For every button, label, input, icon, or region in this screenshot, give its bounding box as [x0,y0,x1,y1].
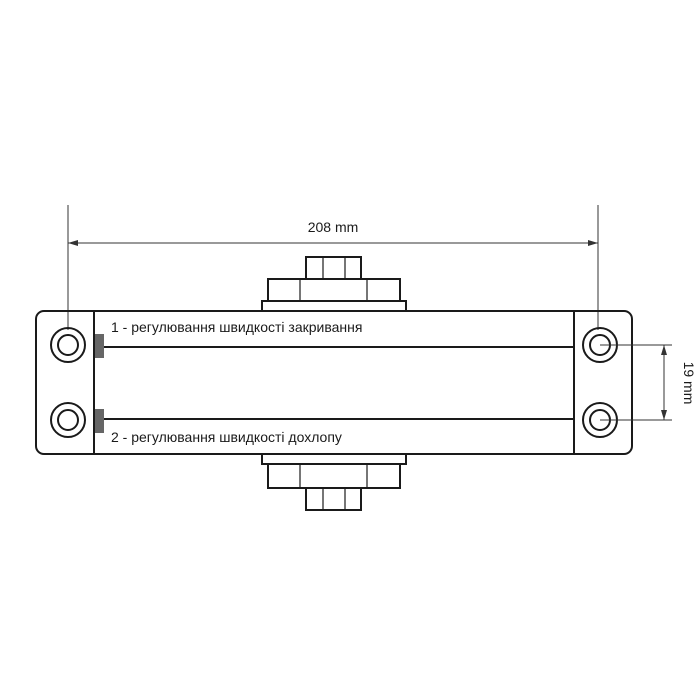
top-shaft-base [261,300,407,312]
width-arrow-left [68,240,78,246]
spacing-arrow-bottom [661,410,667,420]
valve-1-marker [95,334,104,358]
bottom-shaft-assembly [261,453,407,511]
hole-spacing-label: 19 mm [681,362,697,405]
callout-1-label: 1 - регулювання швидкості закривання [111,319,362,335]
top-shaft-nut [267,278,401,302]
valve-2-marker [95,409,104,433]
spacing-arrow-top [661,345,667,355]
top-shaft-assembly [261,256,407,312]
closer-body [35,310,633,455]
hole-spacing-dimension: 19 mm [600,344,697,421]
callout-2-label: 2 - регулювання швидкості дохлопу [111,429,342,445]
bottom-shaft-base [261,453,407,465]
top-shaft-cap [305,256,362,280]
body-outline [35,310,633,455]
bottom-shaft-cap [305,487,362,511]
width-dimension: 208 mm [67,205,599,330]
width-arrow-right [588,240,598,246]
bottom-shaft-nut [267,463,401,489]
width-dimension-label: 208 mm [308,219,359,235]
left-top-mounting-hole [50,327,86,363]
left-bottom-mounting-hole [50,402,86,438]
